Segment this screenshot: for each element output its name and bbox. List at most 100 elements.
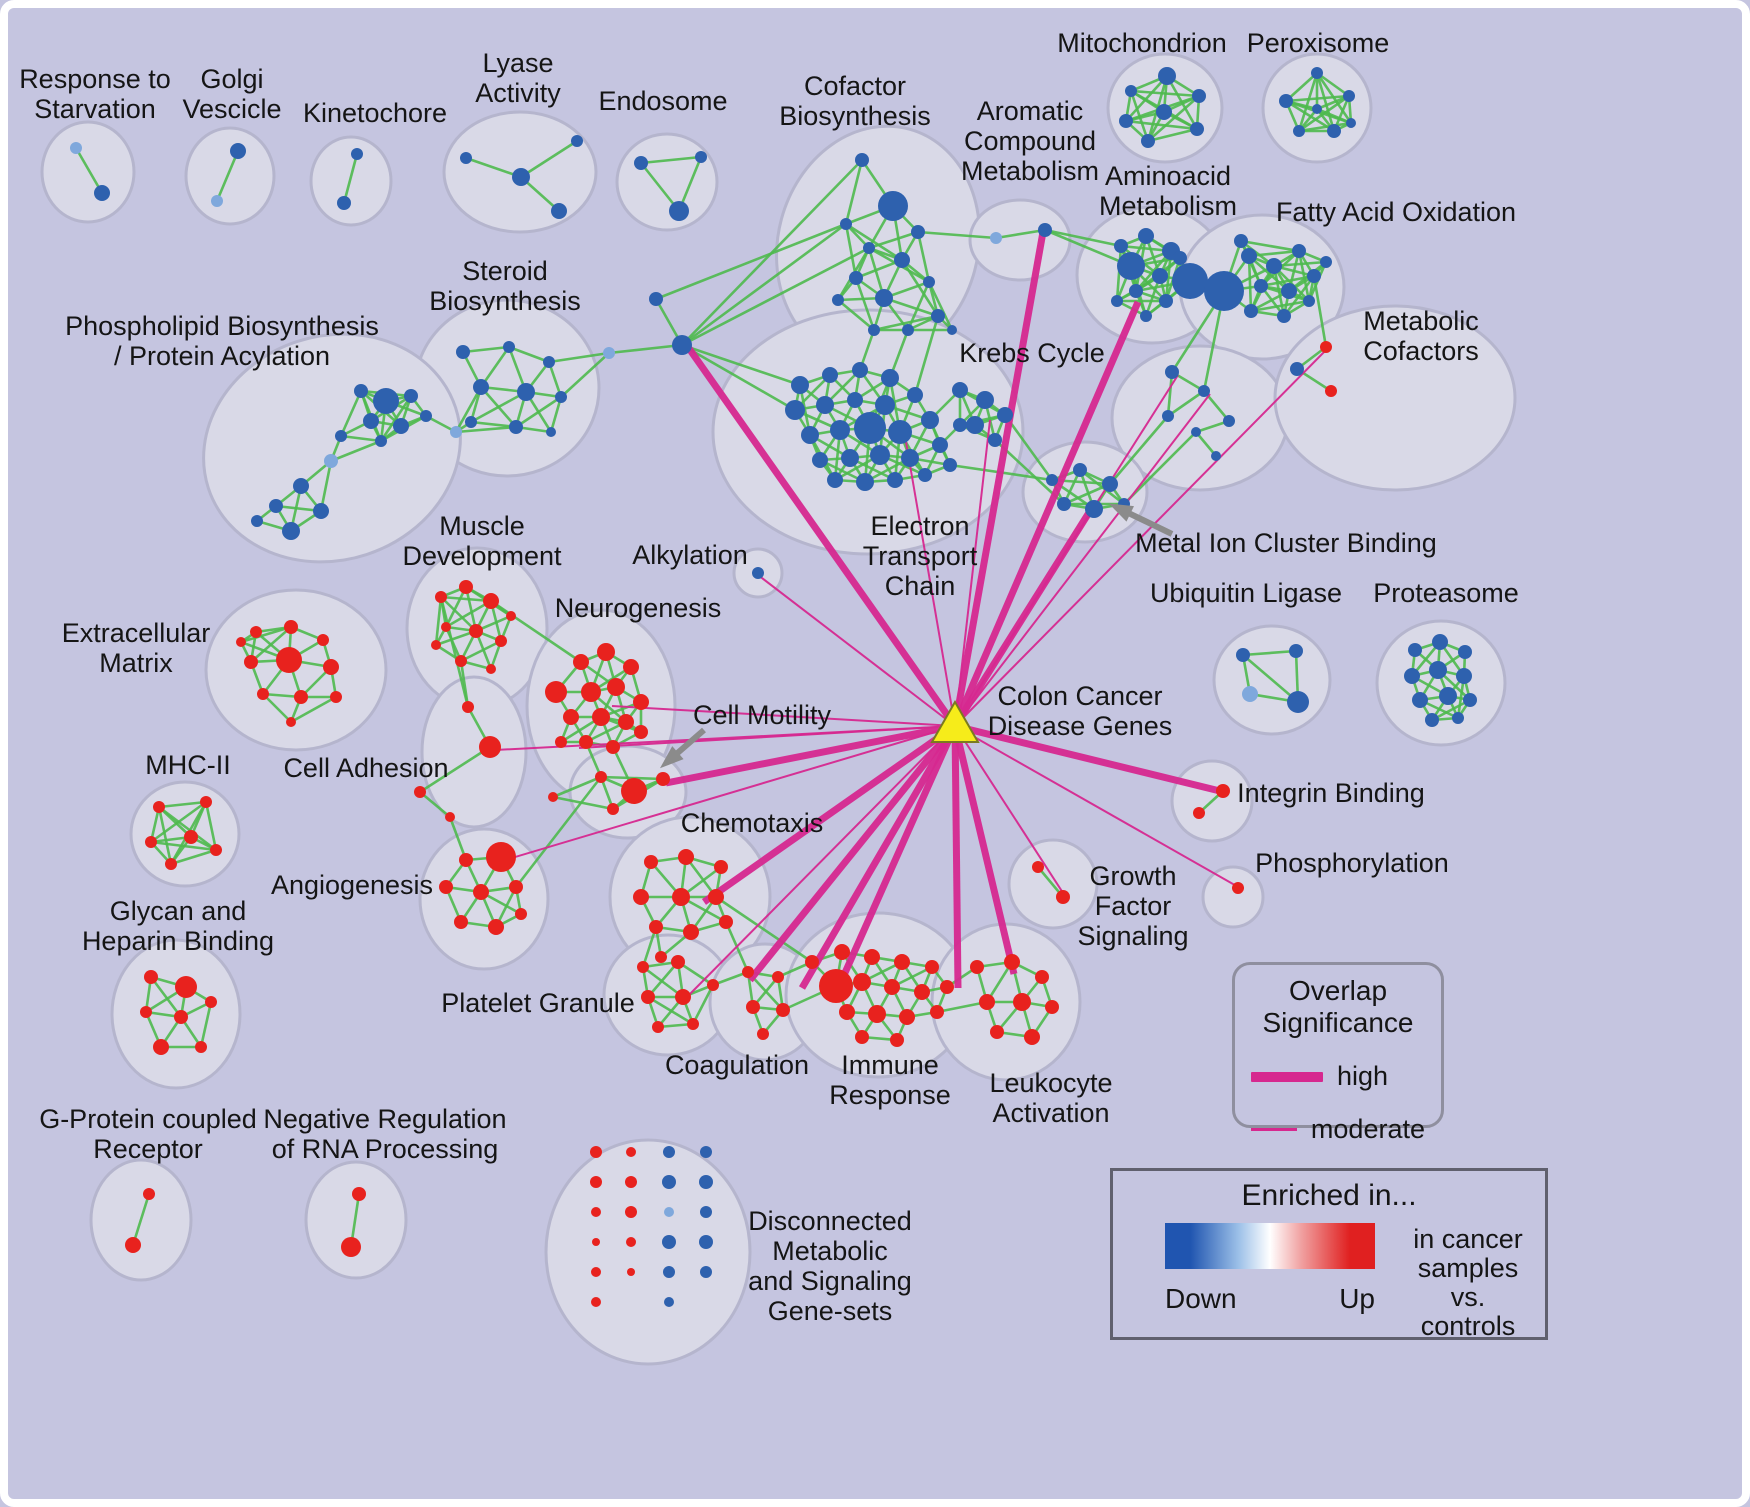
- cofactor-biosynthesis-edge: [844, 223, 858, 279]
- response-to-starvation-gene-set-node: [70, 142, 82, 154]
- overlap-edge-moderate: [954, 419, 991, 727]
- hub-layer: [930, 699, 980, 743]
- steroid-biosynthesis-edge: [454, 386, 483, 433]
- cofactor-biosynthesis-gene-set-node: [894, 252, 910, 268]
- muscle-development-edge: [434, 596, 443, 646]
- immune-response-gene-set-node: [914, 984, 930, 1000]
- endosome-gene-set-node: [634, 156, 648, 170]
- overlap-edge-moderate: [611, 705, 956, 727]
- mitochondrion-gene-set-node: [1125, 85, 1137, 97]
- extracellular-matrix-gene-set-node: [317, 634, 329, 646]
- muscle-development-edge: [464, 586, 478, 632]
- cell-motility-pointer-arrowhead-icon: [659, 746, 684, 769]
- peroxisome-edge: [1315, 72, 1353, 124]
- proteasome-gene-set-node: [1425, 713, 1439, 727]
- immune-response-gene-set-node: [890, 1033, 904, 1047]
- integrin-binding-gene-set-node: [1193, 807, 1205, 819]
- muscle-development-gene-set-node: [441, 622, 451, 632]
- neurogenesis-label: Neurogenesis: [555, 593, 722, 623]
- peroxisome-gene-set-node: [1343, 90, 1355, 102]
- phospholipid-biosynthesis-gene-set-node: [363, 413, 379, 429]
- fatty-acid-oxidation-edge: [1247, 255, 1253, 312]
- fatty-acid-oxidation-gene-set-node: [1244, 304, 1258, 318]
- disconnected-gene-sets-gene-set-node: [700, 1206, 712, 1218]
- cofactor-biosynthesis-edge: [854, 277, 876, 331]
- muscle-development-edge: [435, 629, 477, 647]
- angiogenesis-label: Angiogenesis: [271, 870, 433, 900]
- fatty-acid-trail-gene-set-node: [1191, 427, 1201, 437]
- phospholipid-biosynthesis-gene-set-node: [404, 389, 418, 403]
- platelet-granule-gene-set-node: [687, 1018, 699, 1030]
- metabolic-cofactors-gene-set-node: [1320, 341, 1332, 353]
- electron-transport-chain-gene-set-node: [932, 437, 948, 453]
- extracellular-matrix-gene-set-node: [236, 637, 246, 647]
- phospholipid-biosynthesis-gene-set-node: [373, 388, 399, 414]
- disconnected-gene-sets-gene-set-node: [591, 1267, 601, 1277]
- enriched-side-line-3: vs. controls: [1420, 1282, 1516, 1341]
- muscle-development-edge: [440, 596, 477, 632]
- inter-cluster-edge: [913, 315, 940, 396]
- fatty-acid-trail-edge: [1166, 371, 1174, 417]
- steroid-biosynthesis-gene-set-node: [456, 345, 470, 359]
- muscle-development-edge: [460, 639, 502, 663]
- steroid-biosynthesis-edge: [515, 395, 562, 429]
- legend-enriched: Enriched in... Down Up in cancer samples…: [1110, 1168, 1548, 1341]
- cell-adhesion-cluster-ellipse: [420, 675, 528, 829]
- inter-cluster-edge: [712, 970, 749, 987]
- platelet-granule-gene-set-node: [707, 979, 719, 991]
- peroxisome-edge: [1316, 107, 1352, 125]
- fatty-acid-trail-gene-set-node: [1198, 385, 1210, 397]
- mitochondrion-edge: [1147, 95, 1200, 142]
- overlap-edge-high: [951, 300, 1142, 728]
- phosphorylation-gene-set-node: [1232, 882, 1244, 894]
- metal-ion-cluster-binding-label: Metal Ion Cluster Binding: [1135, 528, 1437, 558]
- cell-adhesion-gene-set-node: [479, 736, 501, 758]
- neurogenesis-gene-set-node: [573, 654, 589, 670]
- proteasome-gene-set-node: [1458, 645, 1472, 659]
- phospholipid-biosynthesis-gene-set-node: [354, 384, 368, 398]
- cofactor-biosynthesis-edge: [927, 281, 954, 331]
- muscle-development-gene-set-node: [486, 664, 496, 674]
- proteasome-label: Proteasome: [1373, 578, 1519, 608]
- fatty-acid-trail-gene-set-node: [1223, 415, 1235, 427]
- lyase-activity-gene-set-node: [551, 203, 567, 219]
- disconnected-gene-sets-gene-set-node: [664, 1207, 674, 1217]
- steroid-biosynthesis-gene-set-node: [473, 379, 489, 395]
- integrin-binding-gene-set-node: [1216, 784, 1230, 798]
- mitochondrion-gene-set-node: [1190, 122, 1204, 136]
- disconnected-gene-sets-gene-set-node: [627, 1268, 635, 1276]
- mhc-ii-gene-set-node: [184, 830, 198, 844]
- leukocyte-activation-gene-set-node: [1035, 970, 1049, 984]
- metabolic-cofactors-gene-set-node: [1325, 385, 1337, 397]
- overlap-edge-moderate: [504, 725, 956, 861]
- phospholipid-biosynthesis-gene-set-node: [282, 522, 300, 540]
- extracellular-matrix-gene-set-node: [330, 691, 342, 703]
- angiogenesis-gene-set-node: [488, 919, 504, 935]
- inter-cluster-edge: [1044, 228, 1122, 248]
- chemotaxis-gene-set-node: [633, 889, 649, 905]
- inter-cluster-edge: [1044, 228, 1132, 268]
- muscle-development-gene-set-node: [469, 624, 483, 638]
- aminoacid-metabolism-gene-set-node: [1152, 268, 1168, 284]
- kinetochore-edge: [342, 153, 359, 204]
- glycan-heparin-binding-gene-set-node: [144, 970, 158, 984]
- moderate-significance-line-swatch: [1251, 1128, 1297, 1131]
- chemotaxis-gene-set-node: [672, 888, 690, 906]
- disconnected-gene-sets-gene-set-node: [662, 1175, 676, 1189]
- phosphorylation-cluster-ellipse: [1201, 865, 1265, 929]
- ubiquitin-ligase-edge: [1242, 649, 1297, 657]
- electron-transport-chain-gene-set-node: [847, 392, 863, 408]
- aminoacid-metabolism-gene-set-node: [1138, 228, 1154, 244]
- fatty-acid-trail-edge: [1167, 389, 1205, 418]
- leukocyte-activation-gene-set-node: [1013, 993, 1031, 1011]
- muscle-development-gene-set-node: [431, 640, 441, 650]
- disconnected-gene-sets-gene-set-node: [590, 1176, 602, 1188]
- extracellular-matrix-edge: [262, 693, 292, 723]
- metabolic-cofactors-cluster-ellipse: [1273, 304, 1517, 492]
- overlap-edge-moderate: [954, 725, 1066, 897]
- neurogenesis-gene-set-node: [623, 659, 639, 675]
- neurogenesis-gene-set-node: [607, 678, 625, 696]
